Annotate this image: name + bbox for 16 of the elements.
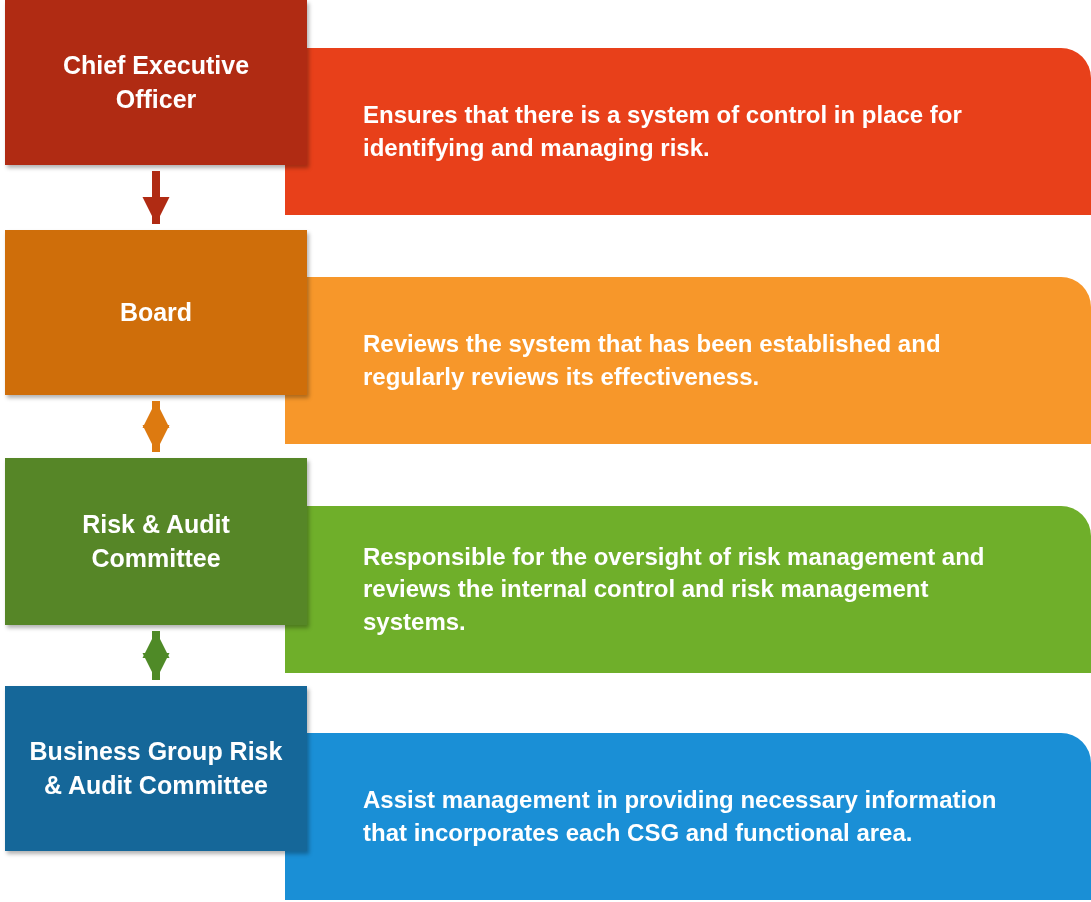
role-description: Reviews the system that has been established and regularly reviews its effectiveness. xyxy=(363,329,942,392)
description-banner xyxy=(285,48,1091,215)
description-banner xyxy=(285,277,1091,444)
role-box xyxy=(5,458,307,625)
role-box xyxy=(5,0,307,165)
role-description: Responsible for the oversight of risk management and reviews the internal control and risk management systems. xyxy=(363,541,986,637)
role-description: Assist management in providing necessary information that incorporates each CSG and functional area. xyxy=(363,785,998,848)
role-description: Ensures that there is a system of control in place for identifying and managing risk. xyxy=(363,100,963,163)
role-box xyxy=(5,230,307,395)
role-title: Risk & Audit Committee xyxy=(81,508,231,574)
role-title: Business Group Risk & Audit Committee xyxy=(28,735,284,801)
role-title: Chief Executive Officer xyxy=(61,49,251,115)
description-banner xyxy=(285,506,1091,673)
role-title: Board xyxy=(119,296,193,328)
role-box xyxy=(5,686,307,851)
description-banner xyxy=(285,733,1091,900)
